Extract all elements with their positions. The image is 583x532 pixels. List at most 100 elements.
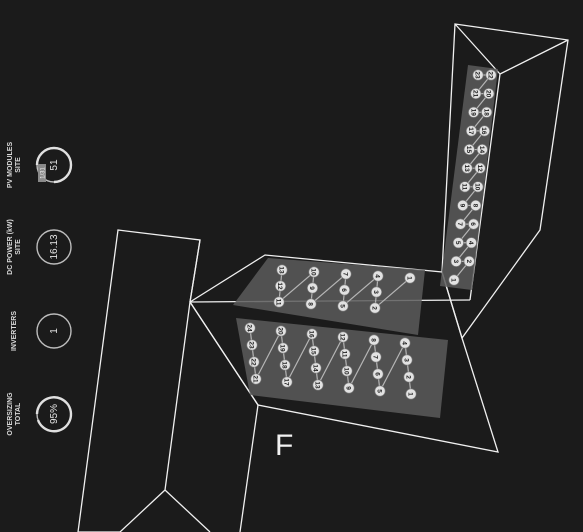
pv-module[interactable]: 15 (308, 345, 320, 357)
pv-module-marker (337, 331, 349, 343)
pv-module-number: 3 (372, 290, 379, 294)
pv-module[interactable]: 13 (312, 379, 324, 391)
pv-module[interactable]: 6 (338, 284, 350, 296)
pv-module[interactable]: 6 (372, 368, 384, 380)
pv-module[interactable]: 1 (405, 388, 417, 400)
pv-module[interactable]: 4 (399, 337, 411, 349)
pv-module[interactable]: 2 (463, 255, 475, 267)
pv-module[interactable]: 24 (244, 322, 256, 334)
pv-module-marker (448, 274, 460, 286)
pv-module[interactable]: 18 (279, 359, 291, 371)
pv-module[interactable]: 20 (483, 88, 495, 100)
pv-modules-gauge-arc (35, 146, 73, 184)
pv-module[interactable]: 22 (248, 356, 260, 368)
pv-module[interactable]: 20 (275, 325, 287, 337)
pv-module[interactable]: 7 (455, 218, 467, 230)
pv-module[interactable]: 8 (368, 334, 380, 346)
pv-module-number: 19 (469, 109, 476, 117)
pv-module[interactable]: 4 (465, 237, 477, 249)
inverters-label: INVERTERS (11, 311, 18, 351)
pv-module[interactable]: 12 (337, 331, 349, 343)
pv-module-marker (476, 144, 488, 156)
pv-module[interactable]: 9 (343, 382, 355, 394)
pv-module-marker (463, 255, 475, 267)
pv-module[interactable]: 9 (457, 199, 469, 211)
pv-module[interactable]: 11 (339, 348, 351, 360)
pv-module[interactable]: 10 (308, 266, 320, 278)
pv-module-marker (279, 359, 291, 371)
pv-module[interactable]: 2 (369, 302, 381, 314)
array-backing (236, 318, 448, 418)
pv-module[interactable]: 21 (470, 88, 482, 100)
pv-module-number: 8 (370, 338, 377, 342)
pv-module[interactable]: 18 (481, 106, 493, 118)
pv-module-number: 11 (275, 299, 282, 306)
pv-module[interactable]: 7 (370, 351, 382, 363)
pv-module-marker (277, 342, 289, 354)
pv-module-number: 2 (465, 260, 472, 264)
pv-module[interactable]: 6 (468, 218, 480, 230)
pv-module-marker (470, 199, 482, 211)
pv-module[interactable]: 14 (476, 144, 488, 156)
pv-modules-badge-text: 1/31 (41, 167, 47, 179)
pv-module[interactable]: 8 (470, 199, 482, 211)
pv-module[interactable]: 1 (404, 272, 416, 284)
pv-module[interactable]: 12 (274, 280, 286, 292)
pv-module[interactable]: 11 (273, 296, 285, 308)
pv-module[interactable]: 15 (463, 144, 475, 156)
pv-module-marker (306, 282, 318, 294)
pv-module[interactable]: 1 (448, 274, 460, 286)
pv-module[interactable]: 5 (452, 237, 464, 249)
pv-module[interactable]: 16 (478, 125, 490, 137)
pv-module[interactable]: 19 (277, 342, 289, 354)
dc-power-label-2: DC POWER (kW) (7, 219, 14, 275)
pv-module-marker (370, 286, 382, 298)
pv-array-middle[interactable]: 13 12 11 10 9 8 7 6 5 4 3 2 1 (233, 258, 425, 335)
pv-module[interactable]: 17 (281, 376, 293, 388)
pv-module[interactable]: 7 (340, 268, 352, 280)
pv-module-marker (483, 88, 495, 100)
pv-module[interactable]: 9 (306, 282, 318, 294)
pv-module[interactable]: 13 (461, 162, 473, 174)
pv-module-number: 6 (469, 222, 476, 226)
pv-module-number: 12 (476, 165, 483, 173)
pv-module[interactable]: 17 (465, 125, 477, 137)
pv-module[interactable]: 10 (472, 181, 484, 193)
pv-module[interactable]: 3 (450, 255, 462, 267)
pv-module[interactable]: 5 (374, 385, 386, 397)
pv-module[interactable]: 14 (310, 362, 322, 374)
pv-module[interactable]: 23 (472, 69, 484, 81)
pv-module[interactable]: 23 (246, 339, 258, 351)
stat-dc-power: 16.13 SITE DC POWER (kW) (7, 219, 72, 275)
pv-module[interactable]: 5 (337, 300, 349, 312)
pv-module-marker (368, 334, 380, 346)
pv-module[interactable]: 10 (341, 365, 353, 377)
pv-module[interactable]: 21 (250, 373, 262, 385)
pv-module[interactable]: 16 (306, 328, 318, 340)
pv-module-number: 18 (482, 109, 489, 117)
pv-module[interactable]: 11 (459, 181, 471, 193)
pv-module-number: 15 (310, 347, 317, 355)
pv-module-number: 7 (342, 272, 349, 276)
pv-module[interactable]: 3 (401, 354, 413, 366)
pv-module-marker (468, 106, 480, 118)
pv-module[interactable]: 2 (403, 371, 415, 383)
pv-module[interactable]: 19 (468, 106, 480, 118)
pv-module-number: 5 (454, 241, 461, 245)
pv-module[interactable]: 3 (370, 286, 382, 298)
pv-module-marker (310, 362, 322, 374)
pv-module-marker (372, 368, 384, 380)
pv-module-number: 23 (248, 341, 255, 349)
pv-module[interactable]: 22 (485, 69, 497, 81)
pv-module[interactable]: 4 (372, 270, 384, 282)
pv-module[interactable]: 13 (276, 264, 288, 276)
pv-module-marker (244, 322, 256, 334)
pv-module[interactable]: 12 (474, 162, 486, 174)
pv-module-marker (465, 125, 477, 137)
pv-module-number: 9 (345, 386, 352, 390)
pv-module-number: 5 (376, 389, 383, 393)
pv-module[interactable]: 8 (305, 298, 317, 310)
